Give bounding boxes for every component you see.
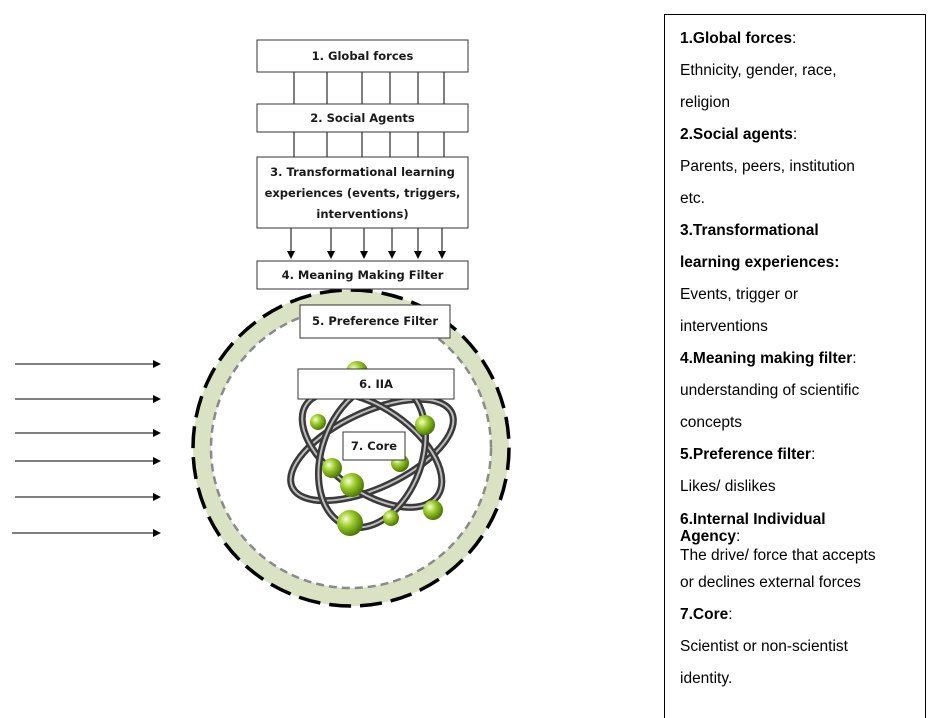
meaning-making-box: 4. Meaning Making Filter (256, 260, 469, 290)
legend-item-4-text: concepts (680, 414, 743, 431)
legend-item-6-text: or declines external forces (680, 574, 861, 591)
core-label: 7. Core (351, 439, 397, 453)
legend-item-3-head: 3.Transformational (680, 222, 819, 239)
global-forces-box: 1. Global forces (256, 39, 469, 73)
meaning-making-label: 4. Meaning Making Filter (282, 268, 444, 282)
legend-item-1-head: 1.Global forces: (680, 30, 797, 47)
legend-item-3-head: learning experiences: (680, 254, 840, 271)
transformational-label-line-3: interventions) (316, 207, 408, 221)
legend-item-4-head: 4.Meaning making filter: (680, 350, 857, 367)
legend-item-2-text: etc. (680, 190, 705, 207)
transformational-label-line-1: 3. Transformational learning (270, 165, 455, 179)
connector-lines (293, 72, 445, 157)
legend-item-2-text: Parents, peers, institution (680, 158, 855, 175)
identity-model-diagram: 1. Global forces 2. Social Agents 3. Tra… (12, 39, 511, 608)
global-forces-label: 1. Global forces (312, 49, 414, 63)
transformational-box: 3. Transformational learning experiences… (256, 156, 469, 229)
preference-box: 5. Preference Filter (299, 304, 451, 339)
legend-item-5-text: Likes/ dislikes (680, 478, 776, 495)
down-arrows (287, 228, 446, 259)
legend-panel: 1.Global forces: Ethnicity, gender, race… (664, 14, 926, 718)
legend-item-1-text: religion (680, 94, 730, 111)
legend-item-7-head: 7.Core: (680, 606, 733, 623)
preference-label: 5. Preference Filter (312, 314, 438, 328)
legend-item-7-text: identity. (680, 670, 733, 687)
iia-label: 6. IIA (359, 377, 393, 391)
legend-item-7-text: Scientist or non-scientist (680, 638, 848, 655)
social-agents-box: 2. Social Agents (256, 103, 469, 133)
legend-item-3-text: interventions (680, 318, 768, 335)
legend-item-3-text: Events, trigger or (680, 286, 799, 303)
external-arrows (12, 360, 161, 537)
social-agents-label: 2. Social Agents (310, 111, 415, 125)
legend-item-2-head: 2.Social agents: (680, 126, 798, 143)
legend-item-6-text: The drive/ force that accepts (680, 547, 876, 564)
legend-item-5-head: 5.Preference filter: (680, 446, 816, 463)
iia-box: 6. IIA (297, 368, 455, 400)
legend-item-1-text: Ethnicity, gender, race, (680, 62, 837, 79)
legend-item-4-text: understanding of scientific (680, 382, 860, 399)
transformational-label-line-2: experiences (events, triggers, (265, 186, 461, 200)
core-box: 7. Core (342, 431, 406, 461)
